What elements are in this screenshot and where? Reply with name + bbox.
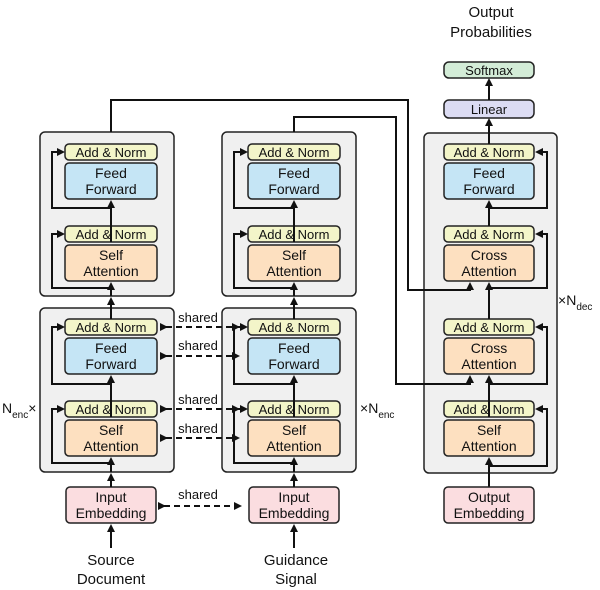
guidance-embedding-label-1: Input [278, 489, 309, 505]
decoder-repeat-label: ×Ndec [558, 292, 592, 313]
guidance-upper-add-norm-top [247, 143, 341, 161]
guidance-upper-self-attention [247, 244, 341, 282]
guidance-lower-self-attention [247, 419, 341, 457]
decoder-add-norm-3-label: Add & Norm [454, 320, 525, 335]
shared-links: shared shared shared shared shared [158, 310, 242, 510]
linear-label: Linear [471, 102, 508, 117]
source-embedding-label-1: Input [95, 489, 126, 505]
decoder-add-norm-2-label: Add & Norm [454, 227, 525, 242]
source-lower-ff-label-2: Forward [85, 356, 136, 372]
source-upper-ff-label-2: Forward [85, 181, 136, 197]
decoder-ff-label-1: Feed [473, 165, 505, 181]
guidance-upper-attn-label-1: Self [282, 247, 306, 263]
decoder-feed-forward [443, 162, 535, 200]
source-lower-self-attention [64, 419, 158, 457]
output-probabilities-label-1: Output [468, 4, 514, 21]
guidance-lower-feed-forward [247, 337, 341, 375]
guidance-lower-ff-label-1: Feed [278, 340, 310, 356]
guidance-signal-label-2: Signal [275, 571, 317, 588]
guidance-lower-attn-label-1: Self [282, 422, 306, 438]
guidance-lower-ff-label-2: Forward [268, 356, 319, 372]
source-document-label-2: Document [77, 571, 146, 588]
source-upper-attn-label-1: Self [99, 247, 123, 263]
source-lower-add-norm-top-label: Add & Norm [76, 320, 147, 335]
guidance-lower-add-norm-top-label: Add & Norm [259, 320, 330, 335]
source-lower-attn-label-2: Attention [83, 438, 138, 454]
guidance-encoder: Add & Norm Feed Forward Add & Norm Self … [221, 131, 394, 588]
guidance-signal-label-1: Guidance [264, 552, 328, 569]
decoder-embedding-label-2: Embedding [454, 505, 525, 521]
source-encoder: Add & Norm Feed Forward Add & Norm Self … [2, 131, 175, 588]
guidance-lower-attn-label-2: Attention [266, 438, 321, 454]
source-upper-ff-label-1: Feed [95, 165, 127, 181]
shared-label-5: shared [178, 487, 218, 502]
decoder-embedding-label-1: Output [468, 489, 510, 505]
shared-label-4: shared [178, 421, 218, 436]
source-upper-feed-forward [64, 162, 158, 200]
encoder-decoder-connections [110, 99, 474, 385]
decoder-self-label-2: Attention [461, 438, 516, 454]
guidance-embedding-label-2: Embedding [259, 505, 330, 521]
decoder-cross2-label-2: Attention [461, 356, 516, 372]
decoder-cross-attention-lower [443, 337, 535, 375]
decoder-cross1-label-2: Attention [461, 263, 516, 279]
source-embedding-label-2: Embedding [76, 505, 147, 521]
source-document-label-1: Source [87, 552, 135, 569]
source-upper-self-attention [64, 244, 158, 282]
guidance-repeat-label: ×Nenc [360, 400, 394, 421]
guidance-upper-feed-forward [247, 162, 341, 200]
shared-label-2: shared [178, 338, 218, 353]
source-to-cross-attention [110, 99, 474, 291]
softmax-layer [443, 61, 535, 79]
output-head: Linear Softmax Output Probabilities [443, 4, 535, 119]
output-probabilities-label-2: Probabilities [450, 24, 532, 41]
decoder-self-label-1: Self [477, 422, 501, 438]
guidance-upper-ff-label-2: Forward [268, 181, 319, 197]
decoder-output-embedding [443, 486, 535, 524]
guidance-upper-add-norm-top-label: Add & Norm [259, 145, 330, 160]
shared-label-3: shared [178, 392, 218, 407]
decoder-add-norm-1-label: Add & Norm [454, 145, 525, 160]
decoder: Add & Norm Feed Forward Add & Norm Cross… [423, 118, 592, 524]
decoder-stack [423, 132, 558, 474]
guidance-to-cross-attention [293, 116, 474, 385]
guidance-upper-ff-label-1: Feed [278, 165, 310, 181]
decoder-self-attention [443, 419, 535, 457]
source-lower-attn-label-1: Self [99, 422, 123, 438]
guidance-upper-attn-label-2: Attention [266, 263, 321, 279]
decoder-ff-label-2: Forward [463, 181, 514, 197]
source-lower-feed-forward [64, 337, 158, 375]
source-upper-add-norm-top [64, 143, 158, 161]
decoder-cross1-label-1: Cross [471, 247, 508, 263]
source-repeat-label: Nenc× [2, 400, 36, 421]
source-lower-ff-label-1: Feed [95, 340, 127, 356]
source-upper-attn-label-2: Attention [83, 263, 138, 279]
decoder-cross2-label-1: Cross [471, 340, 508, 356]
source-upper-add-norm-top-label: Add & Norm [76, 145, 147, 160]
decoder-cross-attention-upper [443, 244, 535, 282]
softmax-label: Softmax [465, 63, 513, 78]
shared-label-1: shared [178, 310, 218, 325]
